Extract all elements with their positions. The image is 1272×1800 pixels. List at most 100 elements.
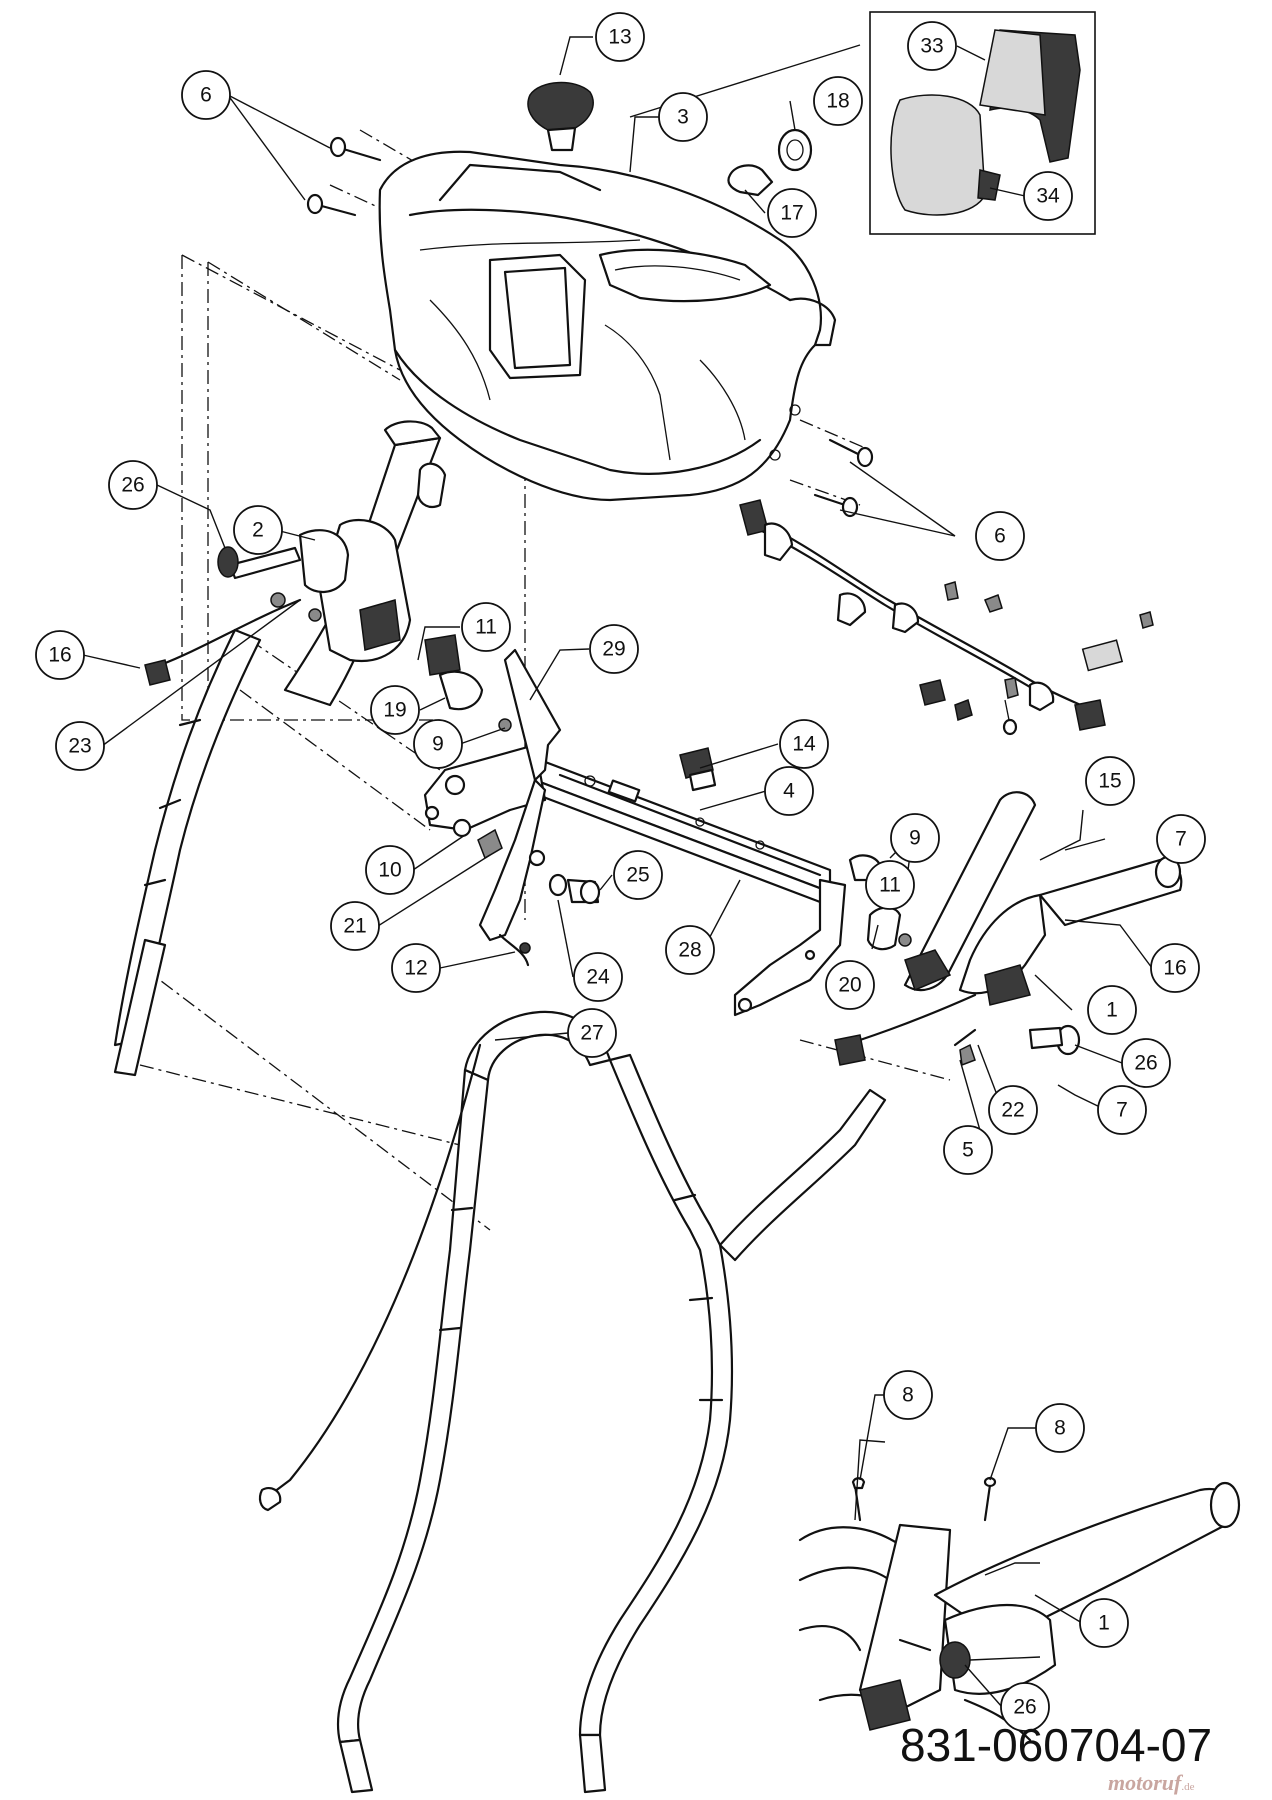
svg-text:9: 9 bbox=[909, 827, 921, 850]
svg-text:22: 22 bbox=[1001, 1099, 1024, 1122]
inset-detail bbox=[798, 1476, 1241, 1742]
callout-18: 18 bbox=[813, 76, 863, 126]
callout-34: 34 bbox=[1023, 171, 1073, 221]
callout-15: 15 bbox=[1085, 756, 1135, 806]
svg-text:7: 7 bbox=[1175, 828, 1187, 851]
svg-text:19: 19 bbox=[383, 699, 406, 722]
svg-text:26: 26 bbox=[1134, 1052, 1157, 1075]
svg-text:26: 26 bbox=[121, 474, 144, 497]
wiring-harness bbox=[739, 499, 1154, 736]
svg-text:28: 28 bbox=[678, 939, 701, 962]
screws-6-right bbox=[813, 438, 874, 518]
callout-1b: 1 bbox=[1079, 1598, 1129, 1648]
handle-right-upper bbox=[903, 791, 1037, 992]
svg-text:18: 18 bbox=[826, 90, 849, 113]
callout-12: 12 bbox=[391, 943, 441, 993]
callout-33: 33 bbox=[907, 21, 957, 71]
callout-26: 26 bbox=[108, 460, 158, 510]
callout-16: 16 bbox=[35, 630, 85, 680]
svg-text:13: 13 bbox=[608, 26, 631, 49]
left-bracket-assembly bbox=[144, 518, 412, 686]
svg-text:14: 14 bbox=[792, 733, 816, 756]
cable-27 bbox=[258, 1043, 482, 1512]
svg-text:29: 29 bbox=[602, 638, 625, 661]
callout-29: 29 bbox=[589, 624, 639, 674]
switch-14 bbox=[679, 747, 717, 792]
svg-text:6: 6 bbox=[200, 84, 212, 107]
svg-text:15: 15 bbox=[1098, 770, 1121, 793]
chute-control-knob bbox=[527, 81, 594, 152]
callout-13: 13 bbox=[595, 12, 645, 62]
screws-6-top bbox=[306, 136, 382, 217]
watermark-logo: motoruf.de bbox=[1108, 1770, 1195, 1796]
callout-24: 24 bbox=[573, 952, 623, 1002]
callout-14: 14 bbox=[779, 719, 829, 769]
callout-27: 27 bbox=[567, 1008, 617, 1058]
right-bracket-assembly bbox=[834, 855, 1183, 1067]
svg-text:8: 8 bbox=[1054, 1417, 1066, 1440]
callout-6b: 6 bbox=[975, 511, 1025, 561]
lower-handle-frame bbox=[336, 1010, 887, 1794]
callout-8b: 8 bbox=[1035, 1403, 1085, 1453]
svg-text:21: 21 bbox=[343, 915, 366, 938]
light-bulb bbox=[727, 128, 813, 197]
callout-26b: 26 bbox=[1121, 1038, 1171, 1088]
svg-text:16: 16 bbox=[48, 644, 71, 667]
callout-5: 5 bbox=[943, 1125, 993, 1175]
handle-left-lower bbox=[113, 628, 262, 1077]
svg-text:23: 23 bbox=[68, 735, 91, 758]
console-housing bbox=[378, 150, 837, 502]
svg-text:9: 9 bbox=[432, 733, 444, 756]
svg-text:33: 33 bbox=[920, 35, 943, 58]
callout-7: 7 bbox=[1156, 814, 1206, 864]
svg-text:20: 20 bbox=[838, 974, 861, 997]
callout-19: 19 bbox=[370, 685, 420, 735]
svg-text:11: 11 bbox=[475, 616, 497, 639]
callout-3: 3 bbox=[658, 92, 708, 142]
svg-text:10: 10 bbox=[378, 859, 401, 882]
switch-assembly-left bbox=[424, 634, 512, 732]
inset-box bbox=[869, 11, 1096, 235]
callout-22: 22 bbox=[988, 1085, 1038, 1135]
svg-text:5: 5 bbox=[962, 1139, 974, 1162]
callout-6: 6 bbox=[181, 70, 231, 120]
callout-11: 11 bbox=[461, 602, 511, 652]
callout-26c: 26 bbox=[1000, 1682, 1050, 1732]
part-number-label: 831-060704-07 bbox=[900, 1719, 1213, 1771]
callout-21: 21 bbox=[330, 901, 380, 951]
svg-text:24: 24 bbox=[586, 966, 610, 989]
callout-28: 28 bbox=[665, 925, 715, 975]
svg-text:6: 6 bbox=[994, 525, 1006, 548]
callout-7b: 7 bbox=[1097, 1085, 1147, 1135]
svg-text:1: 1 bbox=[1106, 999, 1118, 1022]
svg-text:26: 26 bbox=[1013, 1696, 1036, 1719]
svg-text:34: 34 bbox=[1036, 185, 1060, 208]
callout-9b: 9 bbox=[890, 813, 940, 863]
callout-2: 2 bbox=[233, 505, 283, 555]
callout-8: 8 bbox=[883, 1370, 933, 1420]
cross-bar bbox=[423, 743, 847, 1017]
svg-text:2: 2 bbox=[252, 519, 264, 542]
svg-text:4: 4 bbox=[783, 780, 795, 803]
lever-29 bbox=[478, 648, 562, 942]
callout-23: 23 bbox=[55, 721, 105, 771]
small-hardware bbox=[452, 818, 601, 967]
svg-text:27: 27 bbox=[580, 1022, 603, 1045]
callout-16b: 16 bbox=[1150, 943, 1200, 993]
svg-text:12: 12 bbox=[404, 957, 427, 980]
callout-4: 4 bbox=[764, 766, 814, 816]
svg-text:16: 16 bbox=[1163, 957, 1186, 980]
svg-text:17: 17 bbox=[780, 202, 803, 225]
svg-text:25: 25 bbox=[626, 864, 649, 887]
callout-1: 1 bbox=[1087, 985, 1137, 1035]
callout-17: 17 bbox=[767, 188, 817, 238]
svg-text:11: 11 bbox=[879, 874, 901, 897]
svg-text:3: 3 bbox=[677, 106, 689, 129]
left-grip bbox=[416, 462, 447, 509]
callout-25: 25 bbox=[613, 850, 663, 900]
svg-text:7: 7 bbox=[1116, 1099, 1128, 1122]
watermark-text: motoruf bbox=[1108, 1770, 1182, 1795]
svg-text:8: 8 bbox=[902, 1384, 914, 1407]
callout-11b: 11 bbox=[865, 860, 915, 910]
